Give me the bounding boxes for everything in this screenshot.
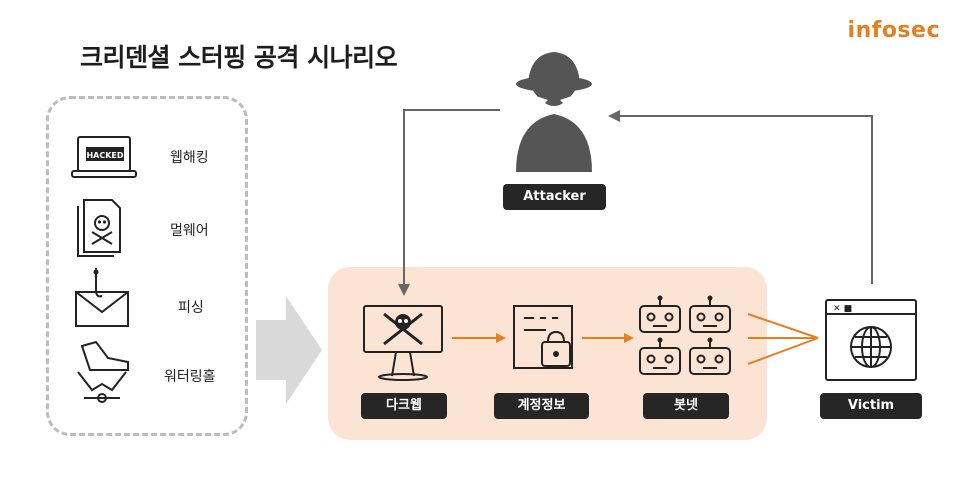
darkweb-to-credentials-arrowhead xyxy=(496,333,506,343)
method-label-watering-hole: 워터링홀 xyxy=(164,369,216,385)
hooded-hacker-icon xyxy=(516,52,592,172)
flow-arrow-large xyxy=(256,296,322,404)
attacker-label: Attacker xyxy=(503,184,606,210)
method-label-web-hacking: 웹해킹 xyxy=(170,150,209,166)
robot-icon xyxy=(639,295,681,333)
victim-to-attacker-arrowhead xyxy=(608,110,620,122)
svg-text:✕ ■: ✕ ■ xyxy=(833,304,852,314)
credentials-to-botnet-arrowhead xyxy=(624,333,634,343)
credentials-label: 계정정보 xyxy=(494,393,589,419)
botnet-to-victim-attack-lines xyxy=(747,313,819,365)
method-label-malware: 멀웨어 xyxy=(170,223,209,239)
attack-methods-panel xyxy=(46,96,248,436)
victim-label: Victim xyxy=(820,393,922,419)
malware-file-icon xyxy=(77,199,121,257)
robot-icon xyxy=(689,337,731,375)
phishing-envelope-icon xyxy=(75,268,129,327)
method-label-phishing: 피싱 xyxy=(178,300,204,316)
robot-icon xyxy=(689,295,731,333)
attacker-to-darkweb-arrowhead xyxy=(398,284,410,296)
robot-icon xyxy=(639,337,681,375)
brand-logo: infosec xyxy=(847,18,940,43)
hacked-laptop-icon: HACKED xyxy=(71,136,137,178)
browser-globe-icon: ✕ ■ xyxy=(825,299,917,381)
svg-text:HACKED: HACKED xyxy=(86,151,123,160)
watering-hole-trap-icon xyxy=(77,340,129,403)
botnet-label: 봇넷 xyxy=(643,393,729,419)
victim-to-attacker-line xyxy=(614,115,873,284)
page-title: 크리덴셜 스터핑 공격 시나리오 xyxy=(80,43,398,72)
credential-lock-document-icon xyxy=(513,305,573,369)
attacker-to-darkweb-line xyxy=(403,109,500,290)
darkweb-label: 다크웹 xyxy=(361,393,447,419)
darkweb-skull-monitor-icon xyxy=(363,305,443,381)
botnet-robots-icon xyxy=(639,295,731,375)
